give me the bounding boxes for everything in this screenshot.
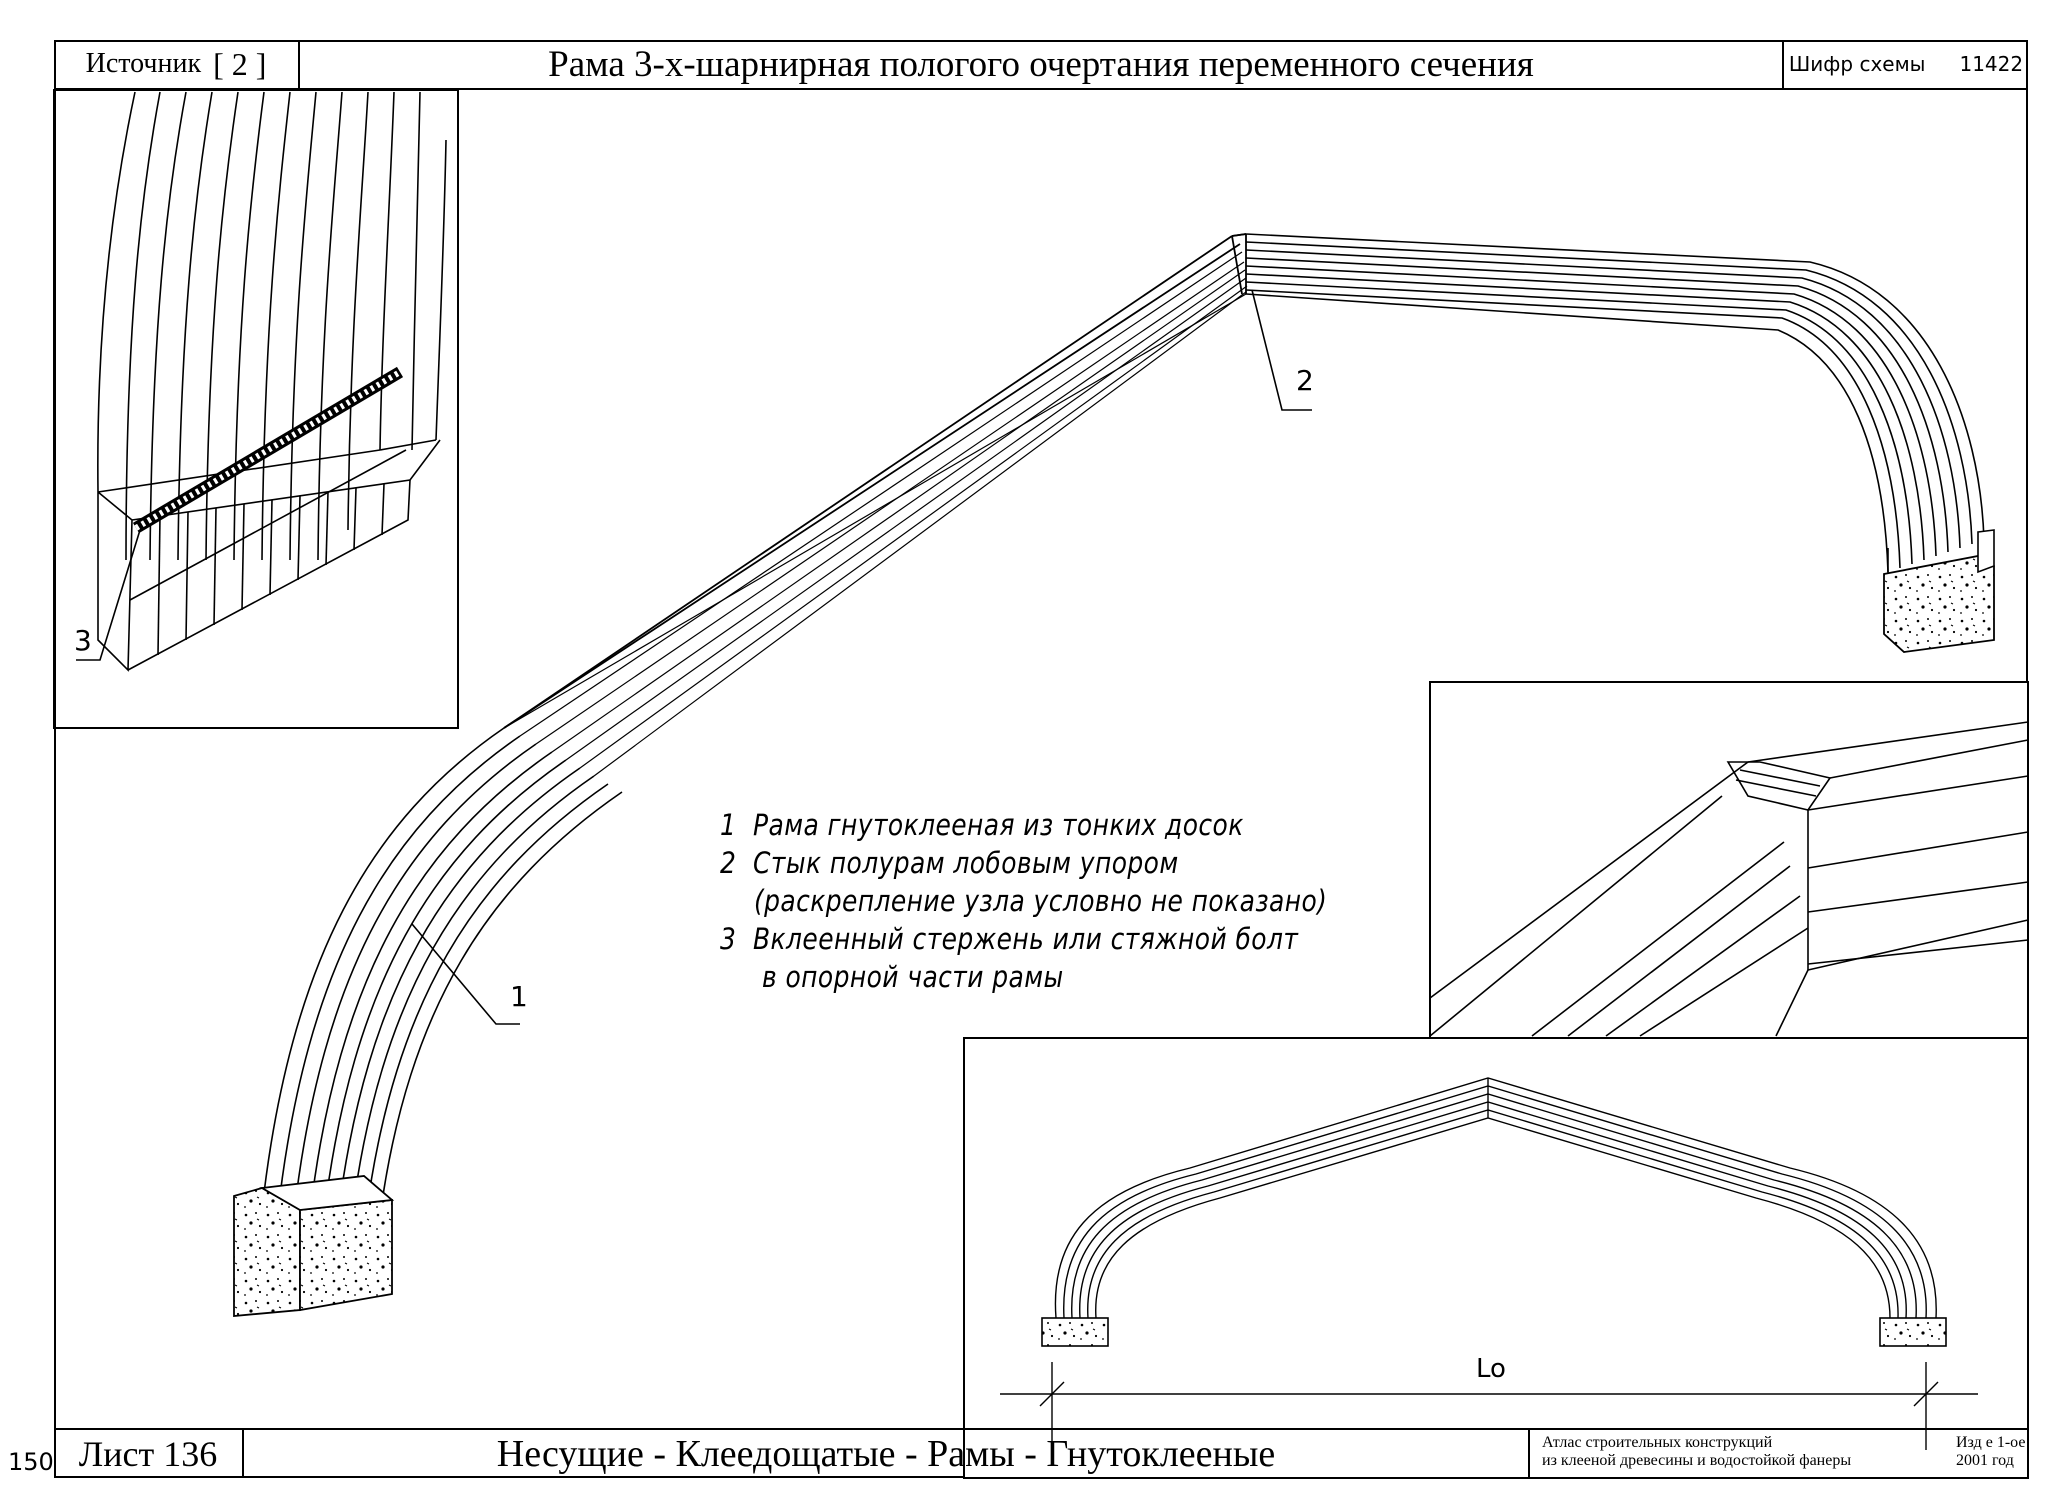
inset-rod-detail [53, 89, 459, 729]
callout-2: 2 [1296, 364, 1314, 397]
right-footing [1883, 529, 1995, 653]
page-number: 150 [8, 1448, 54, 1476]
legend-num: 3 [720, 922, 737, 956]
code-label: Шифр схемы [1788, 52, 1926, 76]
legend-item-3: 3 Вклеенный стержень или стяжной болт [720, 922, 1298, 956]
header-row: Источник [ 2 ] Рама 3-х-шарнирная полого… [54, 40, 2028, 90]
legend-text: в опорной части рамы [762, 960, 1064, 994]
legend-item-1: 1 Рама гнутоклееная из тонких досок [720, 808, 1244, 842]
main-frame [233, 233, 1995, 1317]
code-value: 11422 [1959, 52, 2024, 76]
span-dimension [1000, 1362, 1978, 1450]
atlas-line-1: Атлас строительных конструкций [1542, 1434, 1773, 1451]
edition-line-1: Изд е 1-ое [1956, 1434, 2026, 1451]
sheet-number: Лист 136 [78, 1434, 218, 1474]
source-cell: Источник [ 2 ] [54, 40, 300, 88]
callout-1: 1 [510, 980, 528, 1013]
source-label: Источник [85, 48, 202, 79]
legend-text: (раскрепление узла условно не показано) [754, 884, 1328, 918]
footer-row: Лист 136 Несущие - Клеедощатые - Рамы - … [54, 1428, 2028, 1478]
category-cell: Несущие - Клеедощатые - Рамы - Гнутоклее… [244, 1430, 1528, 1478]
threaded-rod [132, 366, 404, 534]
inset-joint-detail [1429, 681, 2029, 1039]
atlas-cell: Атлас строительных конструкций из клеено… [1528, 1430, 1956, 1478]
inset-elevation [963, 1037, 2029, 1479]
source-ref: [ 2 ] [213, 45, 267, 82]
title-cell: Рама 3-х-шарнирная пологого очертания пе… [300, 40, 1782, 88]
legend-item-2-note: (раскрепление узла условно не показано) [754, 884, 1327, 918]
legend-item-2: 2 Стык полурам лобовым упором [720, 846, 1179, 880]
code-cell: Шифр схемы 11422 [1782, 40, 2028, 88]
edition-cell: Изд е 1-ое 2001 год [1956, 1430, 2028, 1482]
page-title: Рама 3-х-шарнирная пологого очертания пе… [548, 43, 1534, 85]
legend-text: Вклеенный стержень или стяжной болт [753, 922, 1299, 956]
legend-text: Рама гнутоклееная из тонких досок [753, 808, 1244, 842]
legend-item-3-note: в опорной части рамы [762, 960, 1064, 994]
edition-line-2: 2001 год [1956, 1452, 2014, 1469]
category-text: Несущие - Клеедощатые - Рамы - Гнутоклее… [496, 1433, 1276, 1475]
span-label: Lo [1476, 1354, 1506, 1384]
sheet-cell: Лист 136 [54, 1430, 244, 1478]
legend-num: 1 [720, 808, 737, 842]
callout-3: 3 [74, 624, 92, 657]
atlas-line-2: из клееной древесины и водостойкой фанер… [1542, 1452, 1852, 1469]
legend-num: 2 [720, 846, 737, 880]
left-footing [233, 1175, 395, 1317]
legend: 1 Рама гнутоклееная из тонких досок 2 Ст… [720, 808, 1360, 1008]
legend-text: Стык полурам лобовым упором [753, 846, 1179, 880]
